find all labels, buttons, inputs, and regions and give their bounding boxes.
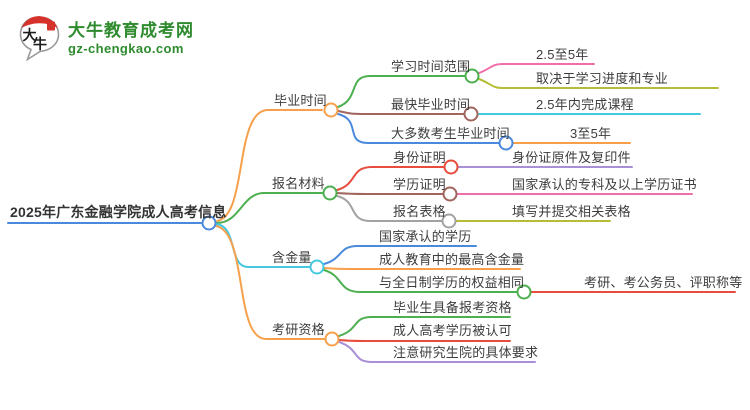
node-id-card-original-copy: 身份证原件及复印件 — [512, 150, 631, 165]
node-adult-exam-recognized: 成人高考学历被认可 — [393, 323, 512, 338]
study-time-range-handle — [464, 68, 480, 84]
node-highest-value-adult-education: 成人教育中的最高含金量 — [379, 252, 525, 267]
node-study-time-range: 学习时间范围 — [391, 59, 471, 74]
root-node-label: 2025年广东金融学院成人高考信息 — [10, 204, 227, 220]
graduation-time-handle — [323, 102, 339, 118]
identity-proof-handle — [443, 159, 459, 175]
node-identity-proof: 身份证明 — [393, 150, 446, 165]
node-same-rights-as-fulltime: 与全日制学历的权益相同 — [379, 275, 525, 290]
edge-most-students-graduation — [337, 113, 500, 144]
education-proof-handle — [442, 186, 458, 202]
same-rights-handle — [516, 284, 532, 300]
root-node-handle — [201, 215, 217, 231]
edge-depends-on-progress-major — [478, 78, 719, 89]
edge-graduation-time — [216, 109, 323, 222]
site-logo[interactable]: 大 牛 大牛教育成考网 gz-chengkao.com — [16, 13, 194, 65]
svg-text:牛: 牛 — [33, 36, 47, 52]
edge-study-time-range — [337, 75, 466, 108]
node-complete-courses-2-5-years: 2.5年内完成课程 — [536, 97, 634, 112]
edge-adult-exam-recognized — [338, 339, 511, 342]
registration-materials-handle — [322, 185, 338, 201]
node-depends-on-progress-major: 取决于学习进度和专业 — [536, 71, 669, 86]
node-fastest-graduation: 最快毕业时间 — [391, 97, 471, 112]
logo-url[interactable]: gz-chengkao.com — [68, 41, 184, 56]
daniu-cow-logo-icon: 大 牛 — [19, 16, 60, 62]
node-postgrad-eligibility: 考研资格 — [272, 322, 325, 337]
node-graduates-eligible: 毕业生具备报考资格 — [393, 300, 512, 315]
logo-title: 大牛教育成考网 — [68, 21, 194, 40]
node-2-5-to-5-years: 2.5至5年 — [536, 47, 589, 62]
node-note-grad-school-requirements: 注意研究生院的具体要求 — [393, 345, 539, 360]
node-postgrad-civil-service-titles: 考研、考公务员、评职称等 — [584, 275, 743, 290]
edge-state-recognized-qualification — [323, 245, 477, 265]
most-students-graduation-handle — [498, 135, 514, 151]
registration-form-handle — [441, 213, 457, 229]
node-most-students-graduation: 大多数考生毕业时间 — [391, 126, 510, 141]
value-handle — [309, 259, 325, 275]
edge-highest-value-adult-education — [323, 267, 521, 270]
fastest-graduation-handle — [463, 106, 479, 122]
svg-text:大: 大 — [23, 27, 37, 43]
node-registration-materials: 报名材料 — [272, 176, 325, 191]
edge-postgrad-eligibility — [215, 225, 326, 340]
node-fill-submit-forms: 填写并提交相关表格 — [512, 204, 631, 219]
edge-same-rights-as-fulltime — [323, 269, 518, 293]
postgrad-eligibility-handle — [324, 331, 340, 347]
node-education-proof: 学历证明 — [393, 177, 446, 192]
edge-fastest-graduation — [337, 110, 465, 115]
edge-note-grad-school-requirements — [338, 341, 536, 363]
node-state-recognized-qualification: 国家承认的学历 — [379, 229, 472, 244]
node-registration-form: 报名表格 — [393, 204, 446, 219]
node-graduation-time: 毕业时间 — [274, 93, 327, 108]
node-state-recognized-diploma: 国家承认的专科及以上学历证书 — [512, 177, 697, 192]
edge-2-5-to-5-years — [478, 63, 595, 74]
node-3-to-5-years: 3至5年 — [570, 126, 612, 141]
edge-registration-materials — [216, 192, 324, 224]
edge-graduates-eligible — [338, 316, 511, 337]
edge-registration-form — [336, 195, 443, 222]
edge-education-proof — [336, 192, 444, 195]
node-value: 含金量 — [272, 250, 312, 265]
edge-identity-proof — [336, 166, 445, 191]
